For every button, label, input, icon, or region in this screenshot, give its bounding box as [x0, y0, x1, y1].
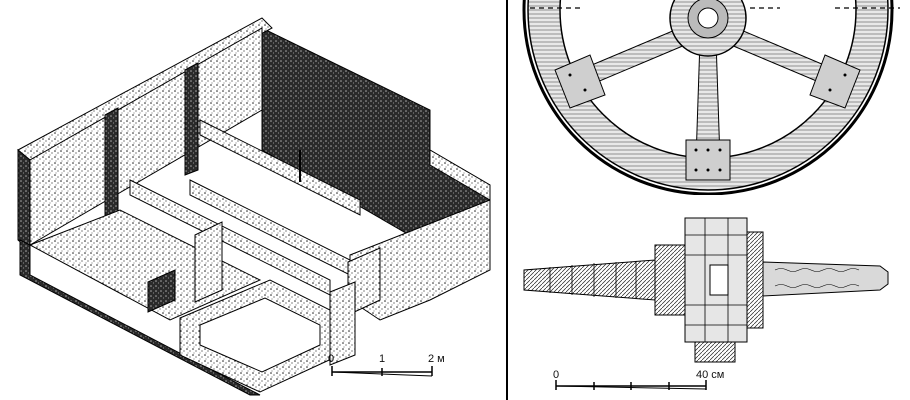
- axle-hub-right: [746, 231, 764, 329]
- rim-rivets: [568, 73, 847, 172]
- axle-left-spindle: [523, 259, 656, 301]
- rim-plate-left: [554, 54, 606, 109]
- interior-wall-2: [184, 62, 199, 176]
- rim-plate-right: [809, 54, 861, 109]
- wheel-rim-iron: [522, 0, 894, 195]
- left-scale-tick-1: 1: [379, 353, 385, 365]
- axle-bottom-stem: [694, 341, 736, 363]
- pillar-mid: [194, 221, 223, 303]
- pillar-left: [147, 269, 176, 313]
- building-ruins-illustration: 0 1 2 м: [17, 17, 491, 396]
- left-scale-tick-0: 0: [328, 353, 334, 365]
- wheel-and-axle-illustration: 0 40 см: [522, 0, 900, 390]
- pillar-front: [329, 281, 356, 366]
- rim-plate-bottom: [685, 139, 731, 181]
- interior-bench-1: [199, 119, 361, 216]
- left-panel-building-drawing: 0 1 2 м: [17, 0, 508, 400]
- right-scale-bar: 0 40 см: [553, 369, 724, 390]
- right-scale-tick-end: 40 см: [696, 369, 724, 381]
- axle-hub-window: [709, 264, 729, 296]
- right-scale-tick-0: 0: [553, 369, 559, 381]
- axle-hub-left: [654, 244, 686, 316]
- axle-assembly: [523, 217, 889, 363]
- wheel: [522, 0, 900, 195]
- front-enclosure-inner: [199, 297, 321, 373]
- wall-back-left-face: [17, 148, 31, 252]
- left-scale-tick-2: 2 м: [428, 353, 445, 365]
- left-scale-bar: 0 1 2 м: [328, 353, 445, 377]
- axle-right-spindle: [762, 261, 889, 297]
- right-panel-wheel-drawing: 0 40 см: [510, 0, 910, 400]
